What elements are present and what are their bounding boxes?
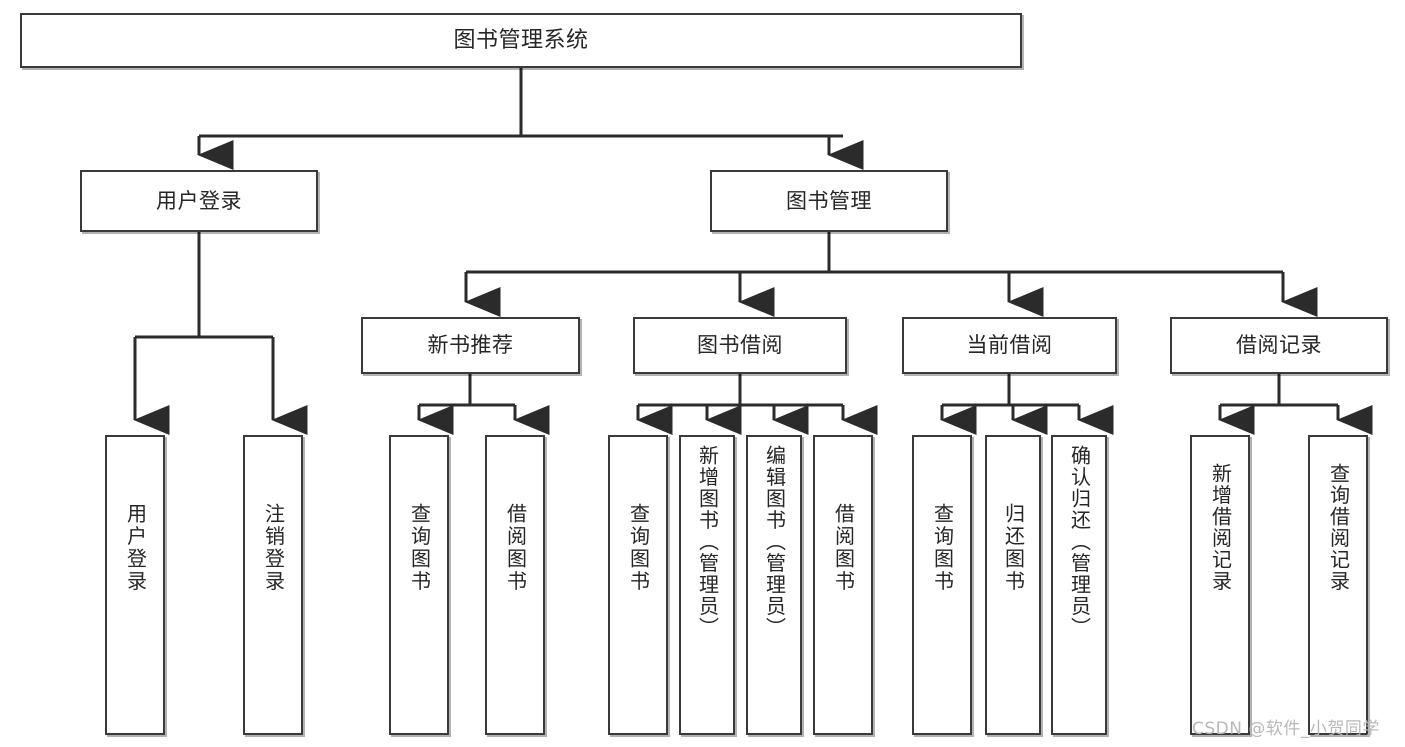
node-leaf-logout-login[interactable]: 注销登录 (243, 435, 303, 735)
node-user-login[interactable]: 用户登录 (80, 170, 318, 232)
node-leaf-query-book-2[interactable]: 查询图书 (608, 435, 668, 735)
node-book-manage[interactable]: 图书管理 (710, 170, 948, 232)
node-user-login-label: 用户登录 (156, 188, 242, 213)
node-book-manage-label: 图书管理 (786, 188, 872, 213)
node-leaf-add-book[interactable]: 新增图书（管理员） (679, 435, 735, 735)
node-leaf-query-book-1[interactable]: 查询图书 (389, 435, 449, 735)
node-leaf-add-book-label: 新增图书（管理员） (695, 445, 720, 639)
node-leaf-query-record-label: 查询借阅记录 (1326, 463, 1351, 592)
node-root[interactable]: 图书管理系统 (20, 13, 1022, 68)
node-book-borrow[interactable]: 图书借阅 (633, 317, 847, 374)
node-leaf-query-book-3[interactable]: 查询图书 (912, 435, 972, 735)
node-leaf-borrow-book-2[interactable]: 借阅图书 (813, 435, 873, 735)
node-leaf-query-book-1-label: 查询图书 (407, 503, 432, 593)
node-new-book-recommend-label: 新书推荐 (427, 333, 514, 358)
node-leaf-user-login-label: 用户登录 (123, 503, 148, 593)
node-leaf-logout-login-label: 注销登录 (261, 503, 286, 593)
csdn-watermark: CSDN @软件_小贺同学 (1192, 719, 1380, 739)
node-leaf-query-book-3-label: 查询图书 (930, 503, 955, 593)
node-new-book-recommend[interactable]: 新书推荐 (361, 317, 580, 374)
node-leaf-return-book-label: 归还图书 (1001, 503, 1026, 593)
node-root-label: 图书管理系统 (453, 27, 589, 53)
node-book-borrow-label: 图书借阅 (697, 333, 783, 358)
node-leaf-return-book[interactable]: 归还图书 (985, 435, 1041, 735)
node-leaf-query-record[interactable]: 查询借阅记录 (1308, 435, 1368, 735)
node-leaf-user-login[interactable]: 用户登录 (105, 435, 165, 735)
node-leaf-edit-book-label: 编辑图书（管理员） (762, 445, 787, 639)
node-leaf-borrow-book-2-label: 借阅图书 (831, 503, 856, 593)
node-leaf-add-record-label: 新增借阅记录 (1208, 463, 1233, 592)
node-current-borrow[interactable]: 当前借阅 (902, 317, 1117, 374)
node-leaf-edit-book[interactable]: 编辑图书（管理员） (746, 435, 802, 735)
node-leaf-confirm-return-label: 确认归还（管理员） (1067, 445, 1092, 639)
node-leaf-query-book-2-label: 查询图书 (626, 503, 651, 593)
node-leaf-add-record[interactable]: 新增借阅记录 (1190, 435, 1250, 735)
node-leaf-confirm-return[interactable]: 确认归还（管理员） (1051, 435, 1107, 735)
node-borrow-record[interactable]: 借阅记录 (1170, 317, 1388, 374)
node-current-borrow-label: 当前借阅 (966, 333, 1053, 358)
node-leaf-borrow-book-1[interactable]: 借阅图书 (485, 435, 545, 735)
node-leaf-borrow-book-1-label: 借阅图书 (503, 503, 528, 593)
node-borrow-record-label: 借阅记录 (1236, 333, 1322, 358)
